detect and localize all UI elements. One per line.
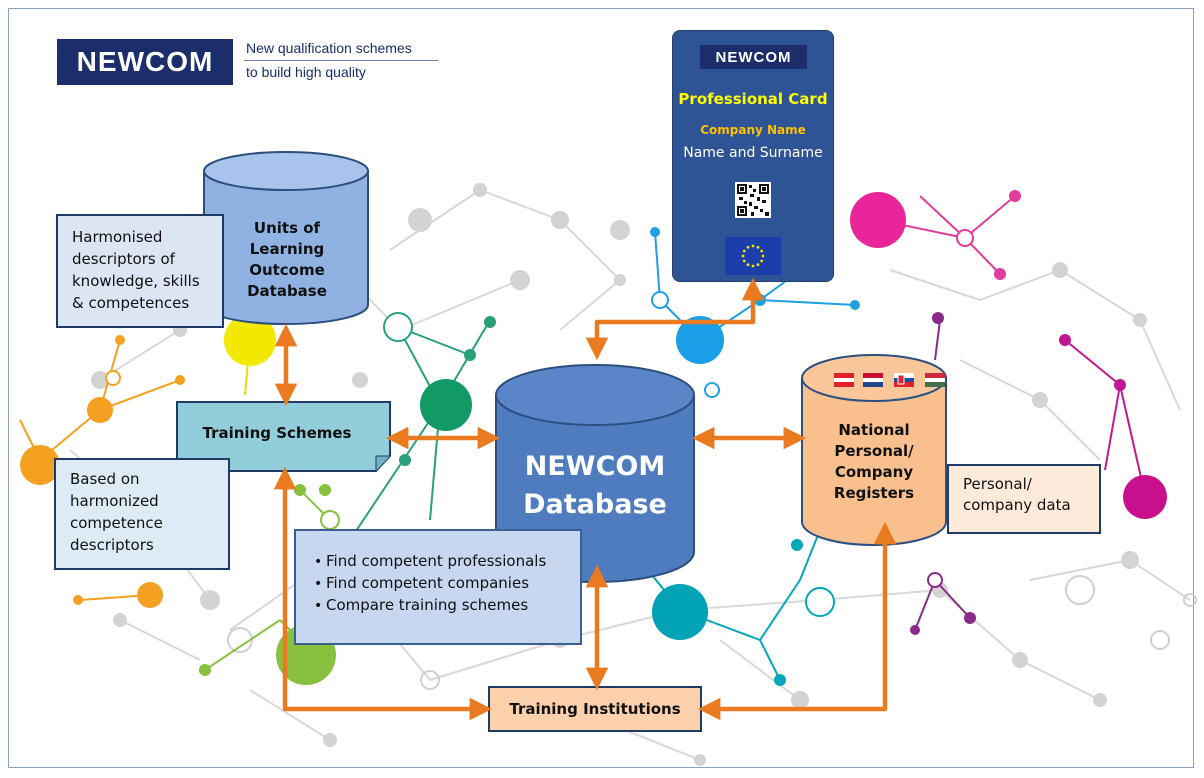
- personal-line: Personal/: [963, 475, 1032, 493]
- harmonised-line: & competences: [72, 294, 190, 312]
- arrow-institutions-to-registers: [697, 521, 897, 721]
- card-company-name: Company Name: [700, 123, 806, 137]
- units-label-line: Database: [247, 282, 327, 300]
- based-on-descriptors-box: Based on harmonized competence descripto…: [54, 458, 230, 570]
- based-on-line: harmonized: [70, 492, 159, 510]
- based-on-line: competence: [70, 514, 163, 532]
- harmonised-line: descriptors of: [72, 250, 175, 268]
- units-label-line: Outcome: [249, 261, 325, 279]
- national-label-line: Registers: [833, 484, 915, 502]
- card-newcom-logo: NEWCOM: [700, 45, 807, 69]
- harmonised-line: knowledge, skills: [72, 272, 200, 290]
- national-registers-label: National Personal/ Company Registers: [802, 420, 946, 504]
- personal-line: company data: [963, 496, 1071, 514]
- netherlands-flag-icon: [863, 373, 883, 387]
- logo-tagline-line1: New qualification schemes: [246, 40, 412, 56]
- card-title: Professional Card: [678, 90, 828, 108]
- eu-flag-icon: [725, 237, 781, 275]
- austria-flag-icon: [834, 373, 854, 387]
- units-label-line: Learning: [249, 240, 325, 258]
- units-database-label: Units of Learning Outcome Database: [212, 218, 362, 302]
- national-label-line: Personal/: [834, 442, 914, 460]
- logo-tagline-line2: to build high quality: [246, 64, 366, 80]
- newcom-db-label-line: Database: [523, 489, 667, 520]
- arrow-schemes-to-institutions: [273, 466, 493, 721]
- units-database-cylinder: [203, 151, 369, 325]
- logo-tagline-divider: [244, 60, 438, 61]
- national-label-line: National: [838, 421, 910, 439]
- harmonised-line: Harmonised: [72, 228, 163, 246]
- qr-code-icon: [735, 182, 771, 218]
- personal-company-data-box: Personal/ company data: [947, 464, 1101, 534]
- based-on-line: Based on: [70, 470, 140, 488]
- newcom-logo: NEWCOM: [57, 39, 233, 85]
- training-schemes-label: Training Schemes: [202, 424, 352, 442]
- based-on-line: descriptors: [70, 536, 154, 554]
- arrow-database-to-card: [585, 277, 765, 361]
- units-label-line: Units of: [253, 219, 321, 237]
- newcom-db-label-line: NEWCOM: [524, 451, 666, 482]
- card-holder-name: Name and Surname: [683, 145, 823, 161]
- slovakia-flag-icon: [894, 373, 914, 387]
- newcom-database-label: NEWCOM Database: [496, 448, 694, 524]
- hungary-flag-icon: [925, 373, 945, 387]
- national-label-line: Company: [834, 463, 914, 481]
- harmonised-descriptors-box: Harmonised descriptors of knowledge, ski…: [56, 214, 224, 328]
